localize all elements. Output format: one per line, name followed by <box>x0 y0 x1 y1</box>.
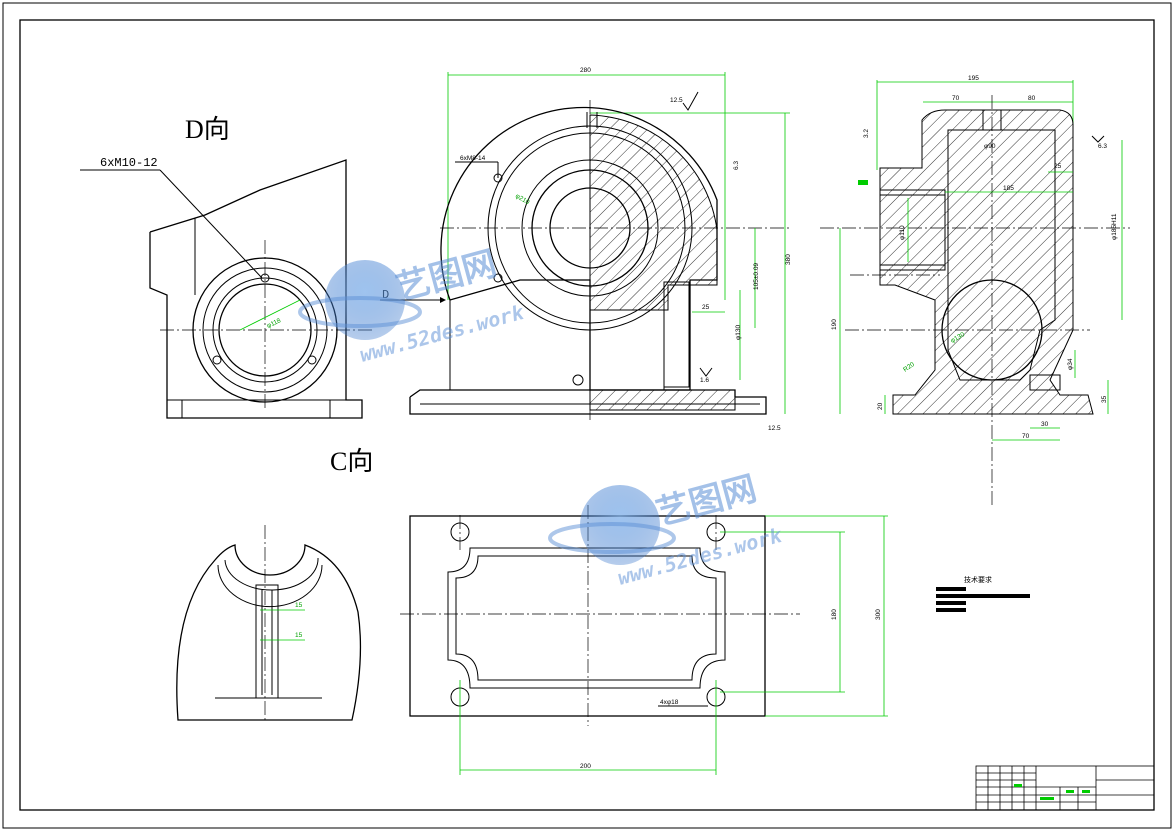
drawing-frame <box>19 19 1155 811</box>
c-view-label: C向 <box>330 447 373 476</box>
base-holes-callout: 4xφ18 <box>660 699 679 706</box>
side-width-dim: 195 <box>968 75 979 82</box>
side-foot-width-dim: 30 <box>1041 421 1049 428</box>
watermark-brand: 艺图网 <box>652 469 761 534</box>
side-height-dim: 190 <box>831 319 838 330</box>
side-foot-height-dim: 35 <box>1101 395 1108 403</box>
side-top-left-dim: 70 <box>952 95 960 102</box>
base-inner-height-dim: 180 <box>831 609 838 620</box>
side-inner-dim: 185 <box>1003 185 1014 192</box>
side-section-view: 195 70 80 185 φ90 25 φ185H11 φ110 <box>820 75 1130 505</box>
side-base-dim: 20 <box>877 402 884 410</box>
front-roughness-right: 6.3 <box>733 161 740 170</box>
d-view-thread-callout: 6xM10-12 <box>100 156 158 170</box>
side-right-bore-dim: φ185H11 <box>1111 213 1118 240</box>
front-height-dim: 380 <box>785 254 792 265</box>
side-left-bore-dim: φ110 <box>899 225 906 240</box>
side-slot-dim: φ34 <box>1067 358 1074 370</box>
side-top-right-dim: 80 <box>1028 95 1036 102</box>
d-view: D向 6xM10-12 φ118 <box>80 115 372 419</box>
front-bore-center-dim: 105±0.09 <box>753 263 760 290</box>
base-hole-span-dim: 200 <box>580 763 591 770</box>
front-width-dim: 280 <box>580 67 591 74</box>
front-pcd-dim: φ210 <box>514 193 531 207</box>
side-roughness-top: 3.2 <box>863 129 870 138</box>
watermark-2: 艺图网 www.52des.work <box>548 469 785 590</box>
base-outer-height-dim: 300 <box>875 609 882 620</box>
front-roughness-base: 12.5 <box>768 425 781 432</box>
d-view-label: D向 <box>185 115 230 144</box>
front-thread-callout: 6xM8-14 <box>460 155 486 162</box>
front-roughness-top: 12.5 <box>670 97 683 104</box>
side-right-step-dim: 25 <box>1054 163 1062 170</box>
tech-requirements: 技术要求 <box>936 575 1030 612</box>
d-view-bore-dim: φ118 <box>266 317 283 330</box>
c-view: C向 15 15 <box>176 447 373 721</box>
watermark-brand: 艺图网 <box>392 244 501 309</box>
front-roughness-bottom: 1.6 <box>700 377 709 384</box>
front-step-dim: 25 <box>702 304 710 311</box>
tech-requirements-title: 技术要求 <box>964 575 992 584</box>
side-depth-dim: φ90 <box>984 143 996 150</box>
side-radius-dim: R20 <box>902 361 916 374</box>
front-view: 280 380 6xM8-14 <box>380 67 792 432</box>
side-foot-offset-dim: 70 <box>1022 433 1030 440</box>
front-bore-dia-dim: φ130 <box>735 325 742 340</box>
title-block <box>975 765 1155 811</box>
side-roughness-r: 6.3 <box>1098 143 1107 150</box>
c-view-rib-1: 15 <box>295 602 303 609</box>
base-plan-view: 200 180 300 4xφ18 <box>400 505 888 775</box>
c-view-rib-2: 15 <box>295 632 303 639</box>
